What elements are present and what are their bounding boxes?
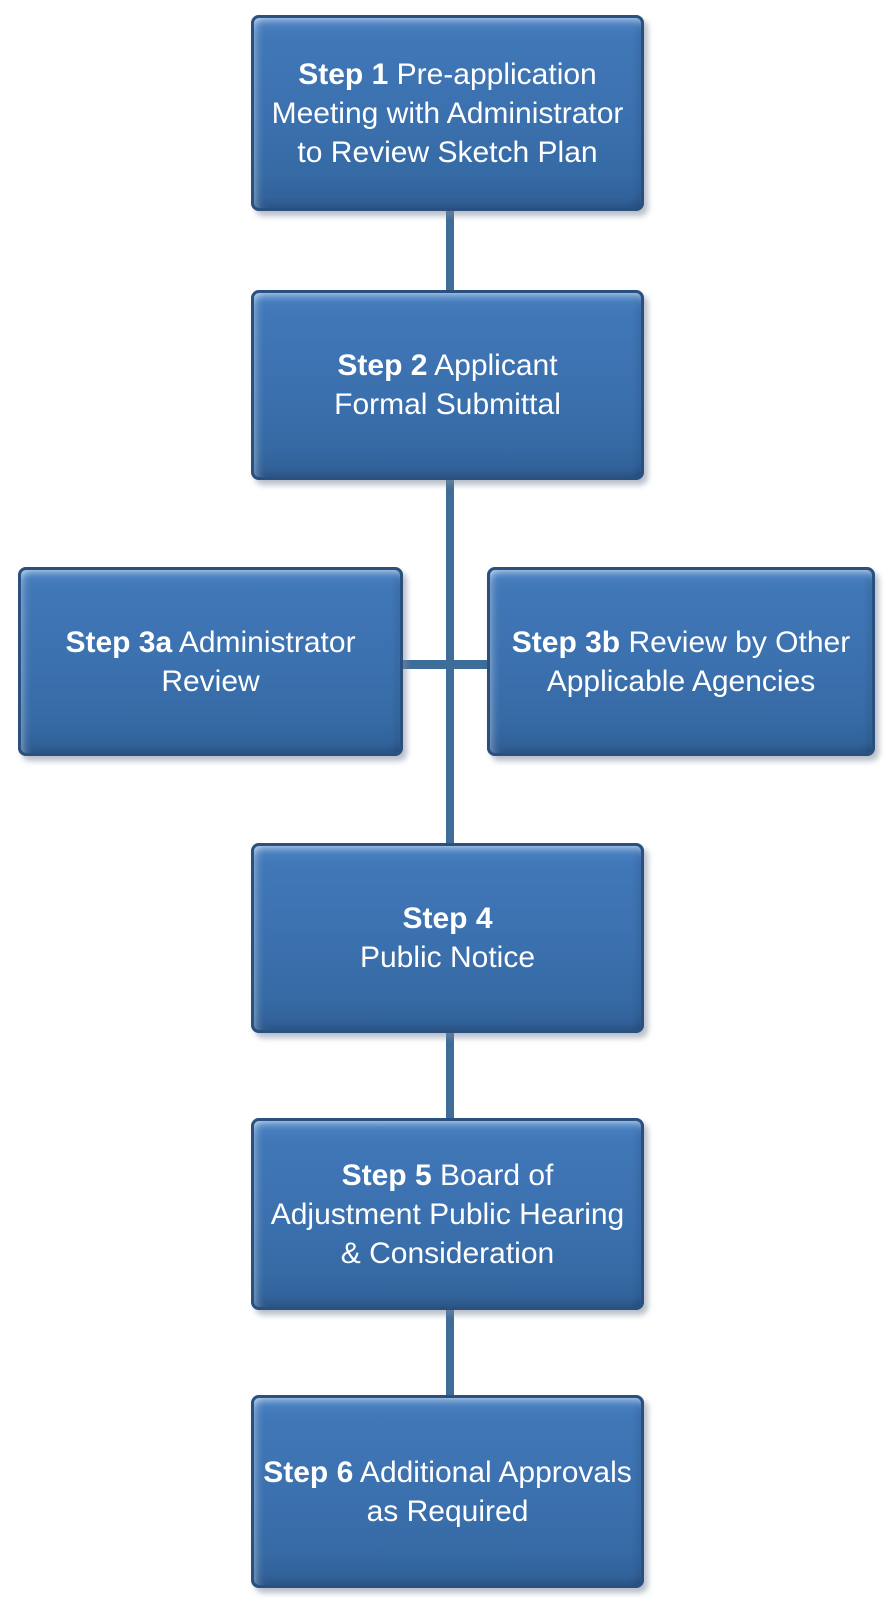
step-6-label: Step 6 Additional Approvals as Required	[255, 1453, 640, 1531]
step-4-text: Public Notice	[359, 941, 536, 974]
step-4-number: Step 4	[402, 902, 493, 935]
step-6-text: Additional Approvals as Required	[359, 1455, 632, 1528]
step-3a-number: Step 3a	[65, 625, 173, 659]
flowchart-node-step-1: Step 1 Pre-application Meeting with Admi…	[251, 15, 644, 211]
step-2-number: Step 2	[337, 349, 428, 382]
step-5-number: Step 5	[341, 1158, 432, 1192]
step-5-label: Step 5 Board of Adjustment Public Hearin…	[263, 1156, 633, 1273]
step-3b-label: Step 3b Review by Other Applicable Agenc…	[504, 623, 858, 701]
step-1-label: Step 1 Pre-application Meeting with Admi…	[264, 55, 632, 172]
step-3a-label: Step 3a Administrator Review	[57, 623, 363, 701]
step-3a-text: Administrator Review	[161, 625, 356, 698]
flowchart-node-step-3a: Step 3a Administrator Review	[18, 567, 403, 756]
step-2-text: Applicant Formal Submittal	[334, 349, 561, 421]
connector-step5-step6	[446, 1300, 454, 1405]
step-3b-number: Step 3b	[511, 625, 621, 659]
flowchart-node-step-3b: Step 3b Review by Other Applicable Agenc…	[487, 567, 875, 756]
connector-step1-step2	[446, 200, 454, 300]
step-6-number: Step 6	[263, 1455, 354, 1489]
flowchart-node-step-5: Step 5 Board of Adjustment Public Hearin…	[251, 1118, 644, 1310]
flowchart-node-step-6: Step 6 Additional Approvals as Required	[251, 1395, 644, 1588]
step-4-label: Step 4 Public Notice	[352, 899, 543, 977]
step-3b-text: Review by Other Applicable Agencies	[546, 625, 851, 698]
flowchart-node-step-4: Step 4 Public Notice	[251, 843, 644, 1033]
step-1-number: Step 1	[298, 57, 389, 91]
step-1-text: Pre-application Meeting with Administrat…	[271, 57, 624, 169]
flowchart-node-step-2: Step 2 Applicant Formal Submittal	[251, 290, 644, 480]
step-2-label: Step 2 Applicant Formal Submittal	[326, 346, 569, 424]
step-5-text: Board of Adjustment Public Hearing & Con…	[270, 1158, 625, 1270]
connector-step3a-step3b	[395, 660, 495, 669]
connector-step4-step5	[446, 1025, 454, 1128]
